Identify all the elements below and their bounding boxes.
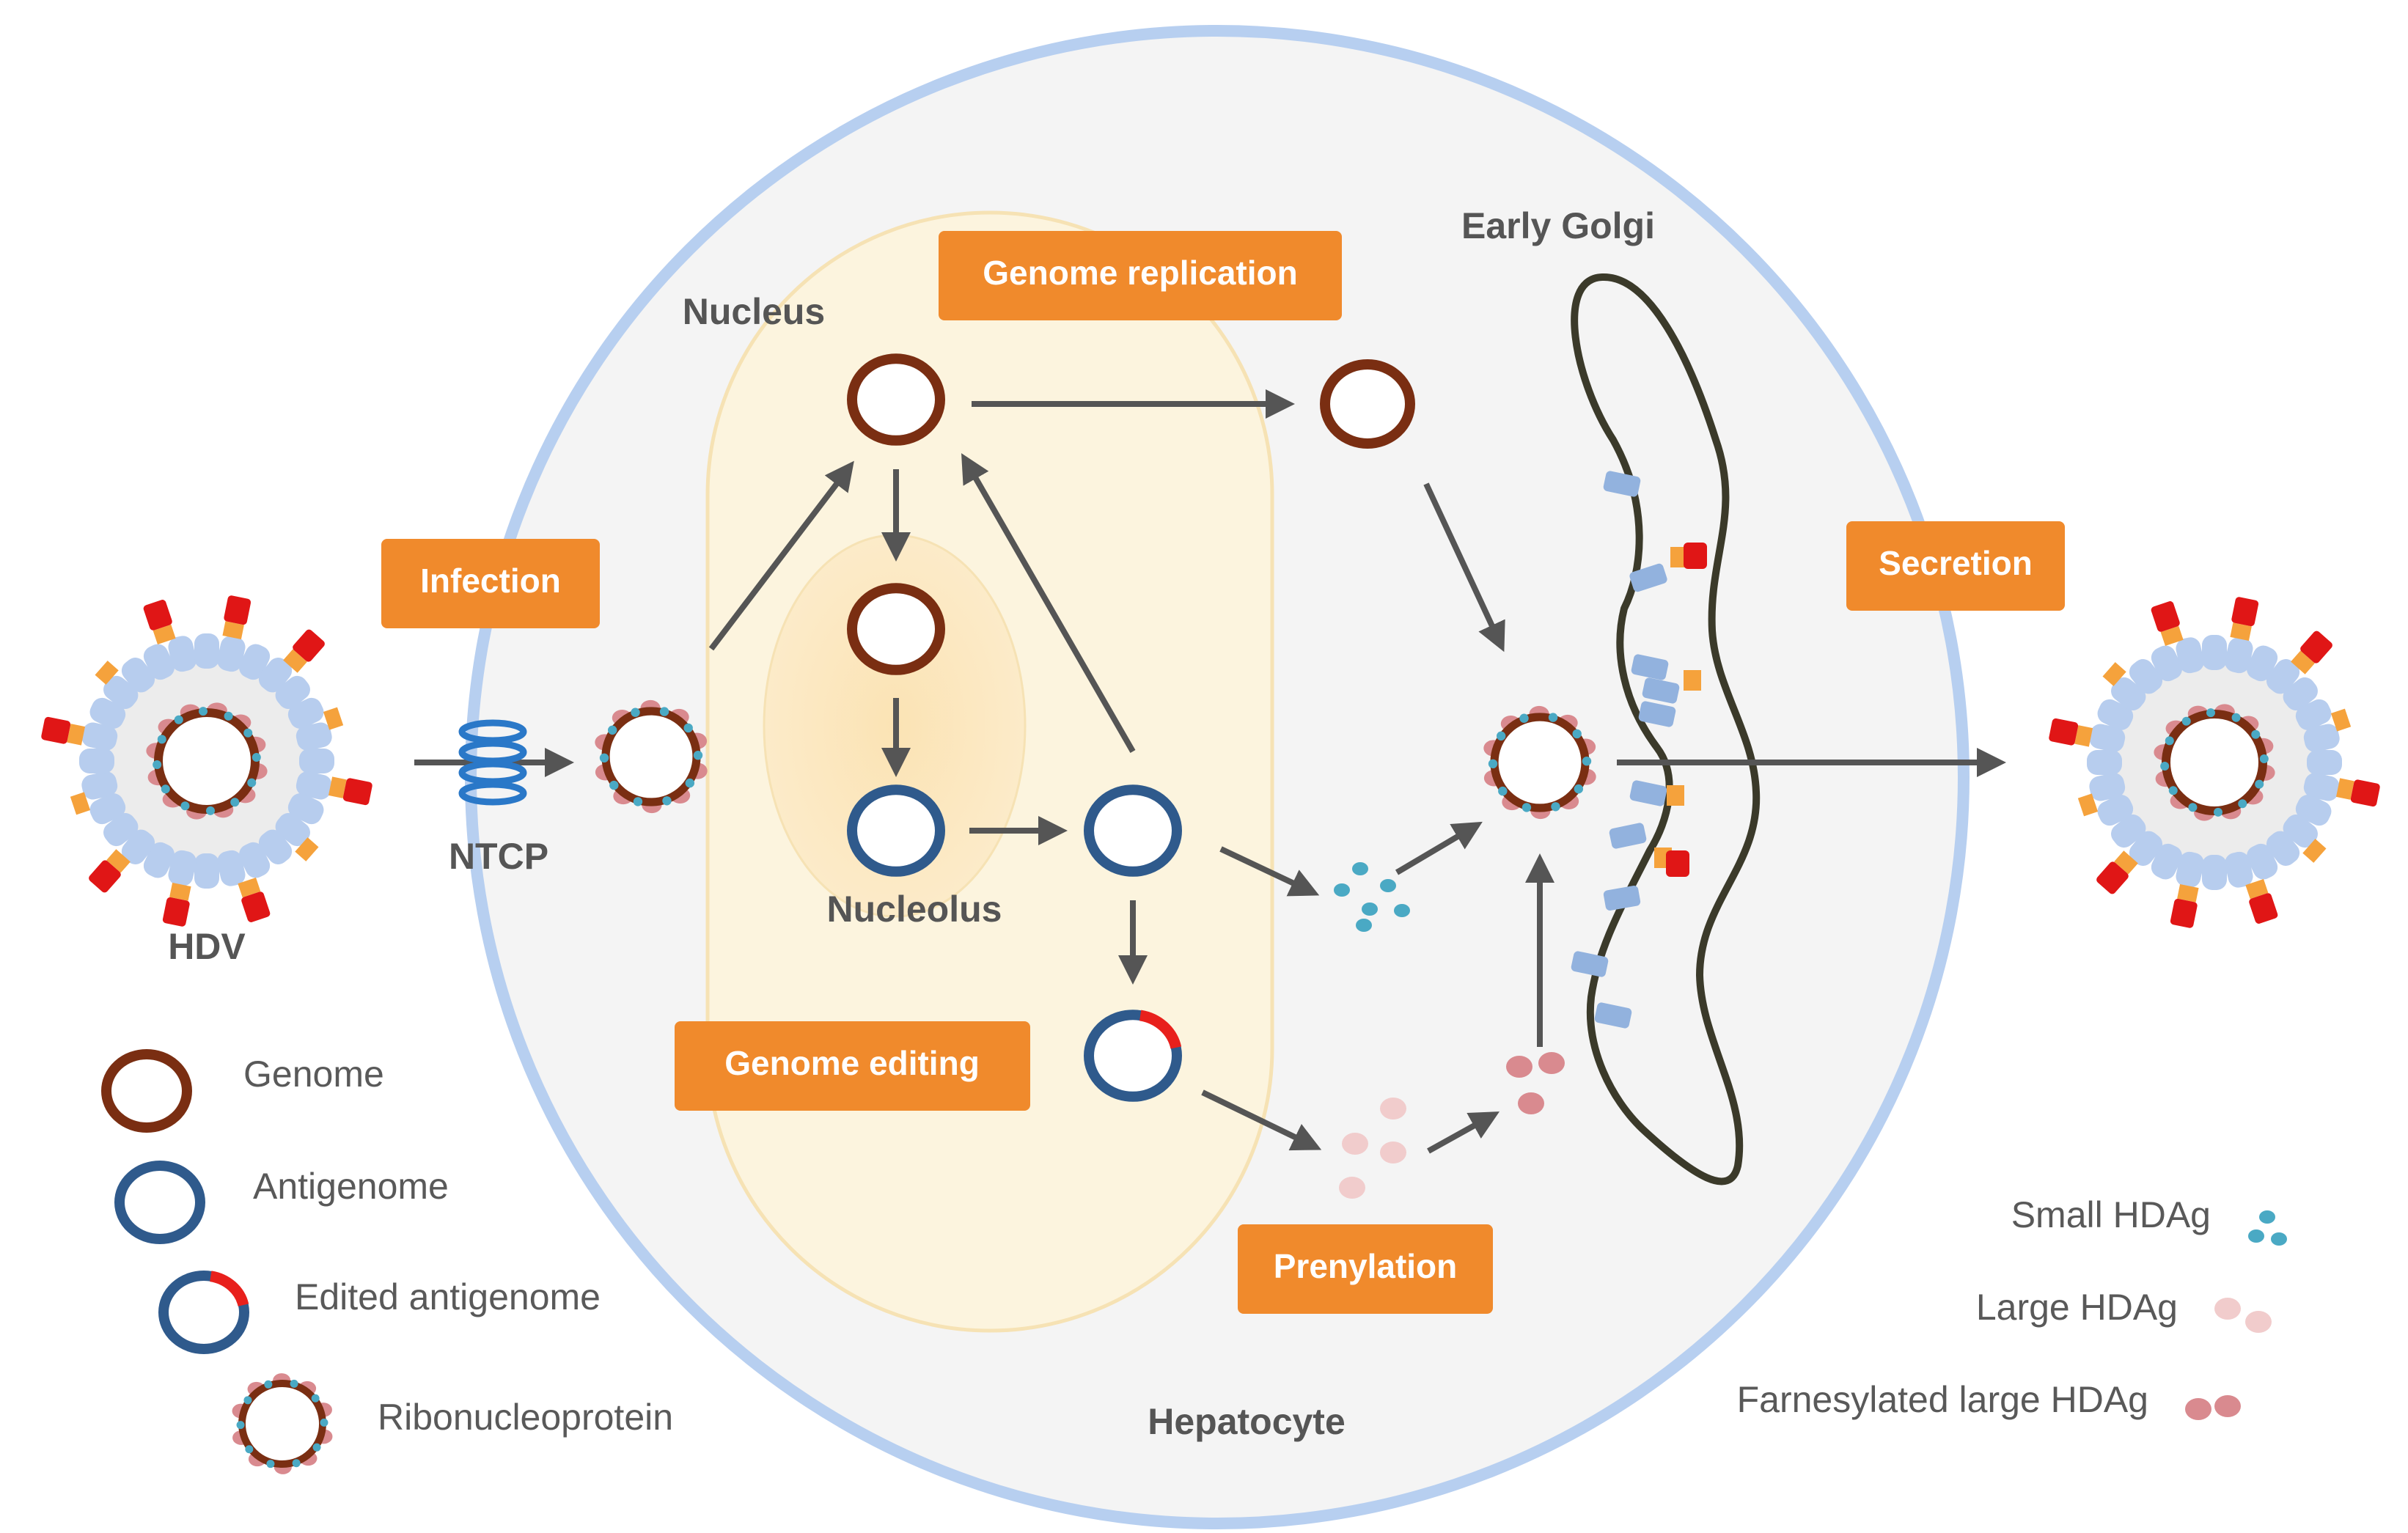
arrow-antigenome-to-genome bbox=[961, 453, 1136, 753]
golgi-protein bbox=[1638, 701, 1676, 727]
step-infection-label: Infection bbox=[420, 562, 561, 600]
antigenome-nucleolus bbox=[847, 784, 945, 877]
arrow-large-hdag bbox=[1201, 1089, 1322, 1151]
golgi-protein bbox=[1571, 951, 1609, 977]
legend-large-hdag-icon bbox=[2214, 1298, 2272, 1333]
step-genome-editing-label: Genome editing bbox=[724, 1044, 980, 1082]
legend-small-hdag-label: Small HDAg bbox=[2011, 1194, 2211, 1235]
legend-large-hdag-label: Large HDAg bbox=[1976, 1287, 2178, 1328]
genome-nucleolus bbox=[847, 583, 945, 675]
arrow-to-nucleus-genome bbox=[708, 460, 854, 651]
small-hdag-cluster bbox=[1334, 862, 1410, 932]
large-hdag-cluster bbox=[1339, 1098, 1406, 1199]
ntcp-receptor bbox=[458, 719, 527, 806]
golgi-protein bbox=[1594, 1002, 1632, 1029]
nucleolus-label: Nucleolus bbox=[827, 889, 1002, 930]
rnp-assembled bbox=[1483, 705, 1596, 820]
hdv-label: HDV bbox=[168, 926, 246, 967]
legend-ribonucleoprotein-icon bbox=[232, 1373, 333, 1474]
farnesylated-hdag-cluster bbox=[1506, 1052, 1565, 1114]
legend-antigenome-label: Antigenome bbox=[253, 1166, 449, 1207]
step-secretion-label: Secretion bbox=[1879, 544, 2033, 582]
golgi-protein bbox=[1629, 780, 1667, 806]
golgi-protein bbox=[1603, 471, 1641, 497]
step-genome-editing: Genome editing bbox=[675, 1021, 1030, 1111]
early-golgi bbox=[1571, 273, 1761, 1185]
rnp-entering bbox=[595, 699, 708, 814]
genome-nucleus bbox=[847, 353, 945, 446]
legend-edited-antigenome-icon bbox=[158, 1271, 249, 1354]
golgi-protein bbox=[1631, 654, 1669, 680]
golgi-protein bbox=[1629, 563, 1667, 592]
step-genome-replication: Genome replication bbox=[939, 231, 1342, 320]
golgi-protein bbox=[1603, 885, 1641, 911]
legend-small-hdag-icon bbox=[2248, 1210, 2287, 1246]
step-secretion: Secretion bbox=[1846, 521, 2065, 611]
legend-farnesylated-hdag-icon bbox=[2185, 1395, 2241, 1420]
step-prenylation: Prenylation bbox=[1238, 1224, 1493, 1314]
arrow-small-hdag bbox=[1219, 846, 1320, 897]
arrow-prenylation bbox=[1427, 1111, 1500, 1154]
step-genome-replication-label: Genome replication bbox=[983, 254, 1297, 292]
hdv-virion-incoming bbox=[41, 595, 372, 927]
early-golgi-label: Early Golgi bbox=[1461, 205, 1655, 246]
hepatocyte-label: Hepatocyte bbox=[1148, 1401, 1346, 1442]
step-prenylation-label: Prenylation bbox=[1274, 1247, 1458, 1285]
legend-ribonucleoprotein-label: Ribonucleoprotein bbox=[378, 1397, 673, 1438]
golgi-protein-cap bbox=[1667, 785, 1684, 806]
nucleus-label: Nucleus bbox=[683, 291, 826, 332]
golgi-protein bbox=[1642, 677, 1680, 704]
legend-edited-antigenome-label: Edited antigenome bbox=[295, 1276, 601, 1317]
ntcp-label: NTCP bbox=[449, 836, 548, 877]
edited-antigenome bbox=[1084, 1010, 1182, 1102]
arrow-genome-to-rnp bbox=[1423, 482, 1505, 652]
genome-cytoplasm bbox=[1320, 359, 1415, 449]
arrow-small-hdag-to-rnp bbox=[1395, 821, 1483, 875]
legend-farnesylated-large-hdag-label: Farnesylated large HDAg bbox=[1737, 1379, 2148, 1420]
legend-genome-icon bbox=[101, 1049, 192, 1133]
golgi-envelope-protein bbox=[1666, 850, 1689, 877]
legend-genome-label: Genome bbox=[243, 1054, 384, 1095]
golgi-envelope-protein bbox=[1684, 543, 1707, 569]
hdv-virion-secreted bbox=[2049, 597, 2380, 928]
antigenome-nucleus bbox=[1084, 784, 1182, 877]
golgi-protein bbox=[1609, 823, 1647, 849]
golgi-protein-cap bbox=[1684, 670, 1701, 691]
step-infection: Infection bbox=[381, 539, 600, 628]
legend-antigenome-icon bbox=[114, 1161, 205, 1244]
legend-left-icons bbox=[101, 1049, 249, 1354]
